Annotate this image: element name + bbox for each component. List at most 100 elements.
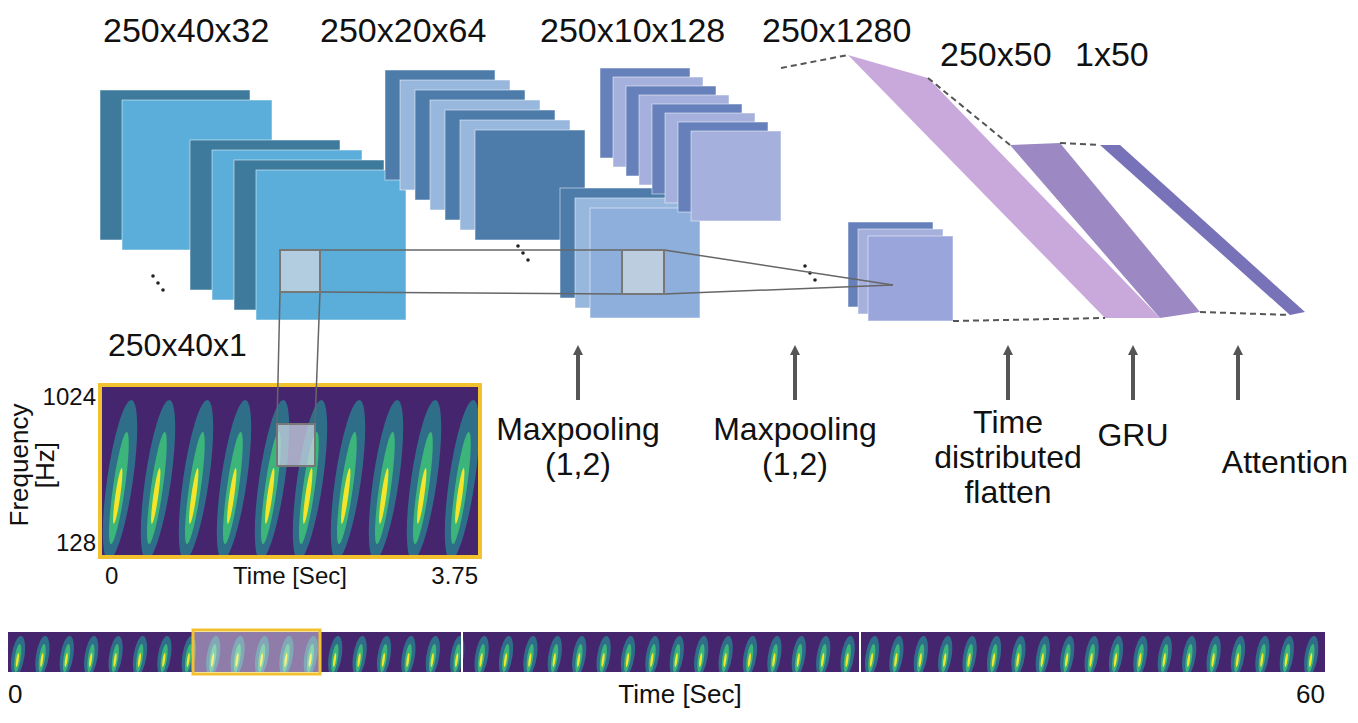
streak-core	[339, 468, 352, 524]
streak-core	[552, 653, 556, 667]
streak-outer	[1277, 636, 1296, 672]
spectral-streak	[1229, 636, 1248, 672]
spectral-streak	[375, 636, 394, 672]
spectral-streak	[82, 636, 101, 672]
spectral-streak	[1253, 636, 1272, 672]
streak-outer	[57, 636, 76, 672]
dashed-line	[953, 318, 1105, 321]
streak-core	[894, 653, 898, 667]
streak-outer	[741, 636, 760, 672]
streak-outer	[814, 636, 833, 672]
streak-outer	[594, 636, 613, 672]
streak-core	[1284, 653, 1288, 667]
streak-outer	[375, 636, 394, 672]
streak-core	[601, 653, 605, 667]
streak-outer	[1229, 636, 1248, 672]
streak-outer	[423, 636, 442, 672]
spectral-streak	[838, 636, 857, 672]
streak-core	[967, 653, 971, 667]
streak-outer	[1082, 636, 1101, 672]
streak-outer	[362, 400, 410, 557]
streak-core	[40, 653, 44, 667]
streak-core	[111, 468, 124, 524]
ellipsis-dot	[156, 281, 160, 285]
streak-outer	[570, 636, 589, 672]
pointer-arrows	[578, 350, 1238, 400]
streak-core	[723, 653, 727, 667]
spectrogram	[96, 385, 486, 560]
feature-map	[256, 170, 406, 320]
streak-core	[1138, 653, 1142, 667]
spectral-streak	[324, 400, 372, 557]
dashed-line	[928, 78, 1010, 145]
streak-mid	[105, 432, 133, 544]
spectral-streak	[33, 636, 52, 672]
spectral-streak	[1155, 636, 1174, 672]
segment-divider	[461, 632, 463, 672]
axis-title: Frequency [Hz]	[5, 403, 57, 528]
pointer-arrow	[1236, 350, 1240, 400]
spectral-streak	[667, 636, 686, 672]
streak-mid	[769, 644, 779, 672]
streak-mid	[181, 432, 209, 544]
streak-mid	[333, 432, 361, 544]
spectral-streak	[400, 400, 448, 557]
receptive-field	[277, 424, 315, 466]
spectral-streak	[1302, 636, 1321, 672]
streak-core	[263, 468, 276, 524]
ellipsis-dot	[151, 274, 155, 278]
spectral-streak	[789, 636, 808, 672]
streak-outer	[863, 636, 882, 672]
streak-outer	[497, 636, 516, 672]
spectral-streak	[472, 636, 491, 672]
streak-outer	[1253, 636, 1272, 672]
streak-mid	[403, 644, 413, 672]
streak-core	[796, 653, 800, 667]
streak-outer	[155, 636, 174, 672]
streak-mid	[574, 644, 584, 672]
streak-outer	[936, 636, 955, 672]
spectral-streak	[497, 636, 516, 672]
streak-core	[1089, 653, 1093, 667]
spectral-streak	[1009, 636, 1028, 672]
streak-core	[1235, 653, 1239, 667]
gru-band	[1010, 143, 1200, 318]
ellipsis-dot	[813, 278, 817, 282]
streak-mid	[143, 432, 171, 544]
streak-outer	[692, 636, 711, 672]
streak-outer	[210, 400, 258, 557]
spectral-streak	[936, 636, 955, 672]
spectral-streak	[643, 636, 662, 672]
streak-outer	[716, 636, 735, 672]
spectral-streak	[350, 636, 369, 672]
streak-core	[1260, 653, 1264, 667]
streak-outer	[838, 636, 857, 672]
receptive-field	[280, 250, 320, 292]
spectral-streak	[131, 636, 150, 672]
streak-core	[381, 653, 385, 667]
streak-core	[1308, 653, 1312, 667]
streak-mid	[86, 644, 96, 672]
streak-mid	[501, 644, 511, 672]
streak-mid	[159, 644, 169, 672]
zoom-line	[320, 249, 622, 251]
streak-mid	[1233, 644, 1243, 672]
operation-label: Maxpooling (1,2)	[488, 412, 668, 482]
ellipsis-dot	[161, 288, 165, 292]
spectral-streak	[172, 400, 220, 557]
streak-core	[674, 653, 678, 667]
axis-tick: 0	[105, 563, 118, 589]
spectral-streak	[863, 636, 882, 672]
streak-outer	[9, 636, 28, 672]
streak-outer	[350, 636, 369, 672]
dense-bands	[848, 55, 1305, 318]
layer-size: 1x50	[1075, 36, 1149, 73]
spectral-streak	[765, 636, 784, 672]
streak-mid	[672, 644, 682, 672]
spectral-streak	[570, 636, 589, 672]
streak-core	[406, 653, 410, 667]
spectral-streak	[1033, 636, 1052, 672]
streak-mid	[1086, 644, 1096, 672]
streak-outer	[911, 636, 930, 672]
spectral-streak	[1131, 636, 1150, 672]
